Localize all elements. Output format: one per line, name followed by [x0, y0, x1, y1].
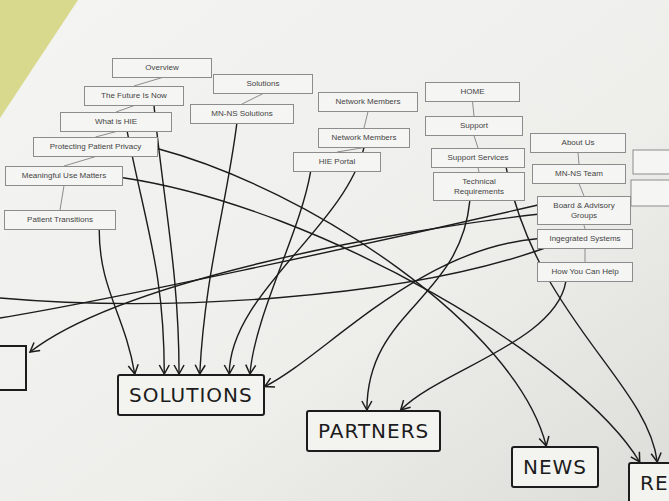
yellow-pad-corner [0, 0, 78, 118]
sitemap-box: Ingegrated Systems [537, 229, 633, 249]
box-label: Network Members [322, 133, 406, 143]
hand-arrow [99, 230, 135, 374]
box-label: Ingegrated Systems [541, 234, 629, 244]
hand-arrow [401, 282, 566, 410]
box-label: PARTNERS [318, 419, 429, 443]
box-label: SOLUTIONS [129, 383, 253, 407]
box-label: Support [429, 121, 519, 131]
tree-line [60, 186, 64, 210]
tree-line [474, 136, 478, 148]
handdrawn-box: NEWS [511, 446, 599, 488]
hand-arrow [127, 132, 164, 374]
tree-line [578, 153, 579, 164]
tree-line [364, 112, 368, 128]
box-label: HIE Portal [297, 157, 377, 167]
hand-arrow [250, 172, 311, 374]
sitemap-box: Technical Requirements [433, 172, 525, 201]
sitemap-box: Network Members [318, 92, 418, 112]
sitemap-box: Network Members [318, 128, 410, 148]
sitemap-box: The Future Is Now [84, 86, 184, 106]
sitemap-box: What is HIE [60, 112, 172, 132]
sitemap-box: HOME [425, 82, 520, 102]
hand-arrow [265, 239, 537, 387]
cut-off-sitemap-box [633, 150, 669, 174]
box-label: HOME [429, 87, 516, 97]
sitemap-box: Protecting Patient Privacy [33, 137, 158, 157]
hand-arrow [506, 168, 657, 462]
box-label: Support Services [435, 153, 521, 163]
cut-off-sitemap-box [631, 180, 669, 206]
tree-line [134, 78, 162, 86]
tree-line [473, 102, 475, 116]
sitemap-box: Patient Transitions [4, 210, 116, 230]
box-label: About Us [534, 138, 622, 148]
tree-line [585, 249, 586, 262]
box-label: Network Members [322, 97, 414, 107]
box-label: MN-NS Team [536, 169, 622, 179]
box-label: NEWS [523, 455, 587, 479]
hand-arrow [200, 124, 237, 374]
hand-arrow [123, 178, 640, 462]
box-label: Meaningful Use Matters [9, 171, 119, 181]
box-label: MN-NS Solutions [194, 109, 290, 119]
sitemap-box: MN-NS Team [532, 164, 626, 184]
tree-line [579, 184, 584, 196]
handdrawn-box: SOLUTIONS [117, 374, 265, 416]
handdrawn-box: RE [628, 462, 669, 501]
sitemap-box: Overview [112, 58, 212, 78]
sitemap-box: MN-NS Solutions [190, 104, 294, 124]
sitemap-box: Solutions [213, 74, 313, 94]
sitemap-box: Support Services [431, 148, 525, 168]
hand-line [0, 205, 538, 318]
sitemap-box: Board & Advisory Groups [537, 196, 631, 225]
sitemap-box: Support [425, 116, 523, 136]
box-label: Protecting Patient Privacy [37, 142, 154, 152]
box-label: Board & Advisory Groups [541, 201, 627, 220]
cut-off-box [0, 346, 26, 390]
box-label: Overview [116, 63, 208, 73]
box-label: What is HIE [64, 117, 168, 127]
box-label: How You Can Help [541, 267, 629, 277]
sitemap-box: Meaningful Use Matters [5, 166, 123, 186]
sitemap-box: HIE Portal [293, 152, 381, 172]
tree-line [64, 157, 96, 166]
box-label: Patient Transitions [8, 215, 112, 225]
box-label: RE [640, 471, 669, 495]
sitemap-box: About Us [530, 133, 626, 153]
sitemap-box: How You Can Help [537, 262, 633, 282]
box-label: Technical Requirements [437, 177, 521, 196]
tree-line [242, 94, 263, 104]
box-label: Solutions [217, 79, 309, 89]
handdrawn-box: PARTNERS [306, 410, 441, 452]
hand-line [0, 248, 545, 303]
box-label: The Future Is Now [88, 91, 180, 101]
